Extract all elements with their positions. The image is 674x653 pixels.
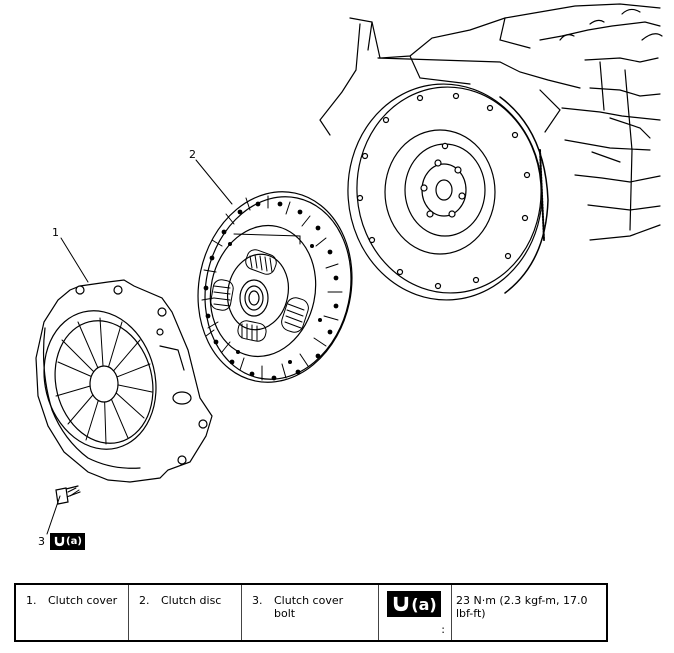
torque-badge: (a) — [50, 533, 85, 550]
legend-cell-torque-value: 23 N·m (2.3 kgf-m, 17.0 lbf-ft) — [451, 583, 608, 642]
legend-item-label: Clutch cover bolt — [274, 594, 344, 620]
clutch-exploded-diagram — [35, 3, 663, 535]
flywheel — [347, 83, 549, 301]
callout-3: 3 — [38, 535, 45, 548]
legend-torque-badge: (a) — [387, 591, 441, 617]
legend-item-number: 2. — [139, 594, 150, 607]
legend-item-number: 1. — [26, 594, 37, 607]
clutch-disc — [197, 191, 353, 383]
clutch-cover-bolt — [55, 485, 81, 505]
callout-1: 1 — [52, 226, 59, 239]
legend-cell-2: 2. Clutch disc — [128, 583, 242, 642]
legend-item-number: 3. — [252, 594, 263, 607]
legend-torque-value: 23 N·m (2.3 kgf-m, 17.0 lbf-ft) — [456, 594, 588, 620]
legend-cell-torque-symbol: (a) : — [378, 583, 452, 642]
torque-badge-label: (a) — [66, 536, 82, 547]
clutch-cover — [35, 279, 213, 483]
legend-torque-badge-label: (a) — [411, 594, 437, 614]
legend-row: 1. Clutch cover 2. Clutch disc 3. Clutch co… — [14, 583, 608, 642]
engine-block — [319, 3, 663, 241]
callout-2: 2 — [189, 148, 196, 161]
torque-wrench-icon — [54, 536, 65, 547]
legend-torque-colon: : — [441, 623, 445, 636]
parts-legend-table: 1. Clutch cover 2. Clutch disc 3. Clutch co… — [14, 583, 608, 642]
legend-item-label: Clutch cover — [48, 594, 118, 607]
legend-cell-3: 3. Clutch cover bolt — [241, 583, 379, 642]
callout-leaders — [46, 159, 233, 535]
legend-item-label: Clutch disc — [161, 594, 222, 607]
legend-torque-wrench-icon — [394, 596, 409, 612]
legend-cell-1: 1. Clutch cover — [14, 583, 129, 642]
